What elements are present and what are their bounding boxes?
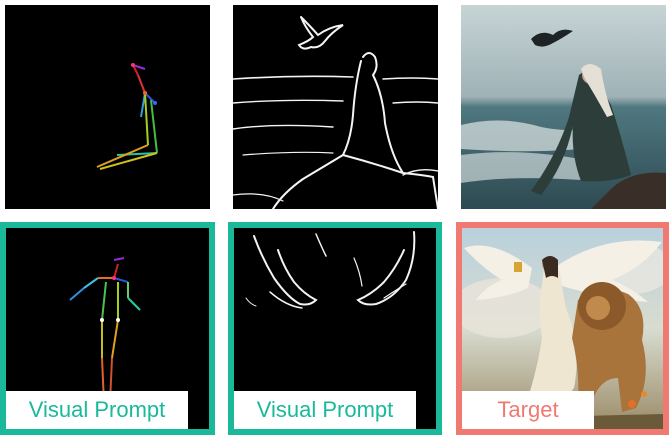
bottom-wings-edge-panel: Visual Prompt [228, 222, 442, 435]
target-caption: Target [462, 391, 594, 429]
bottom-target-panel: Target [456, 222, 669, 435]
visual-prompt-caption: Visual Prompt [6, 391, 188, 429]
bottom-pose-skeleton-panel: Visual Prompt [0, 222, 215, 435]
top-woman-by-sea-image [461, 5, 666, 209]
visual-prompt-caption: Visual Prompt [234, 391, 416, 429]
top-pose-skeleton-image [5, 5, 210, 209]
top-edge-map-image [233, 5, 438, 209]
